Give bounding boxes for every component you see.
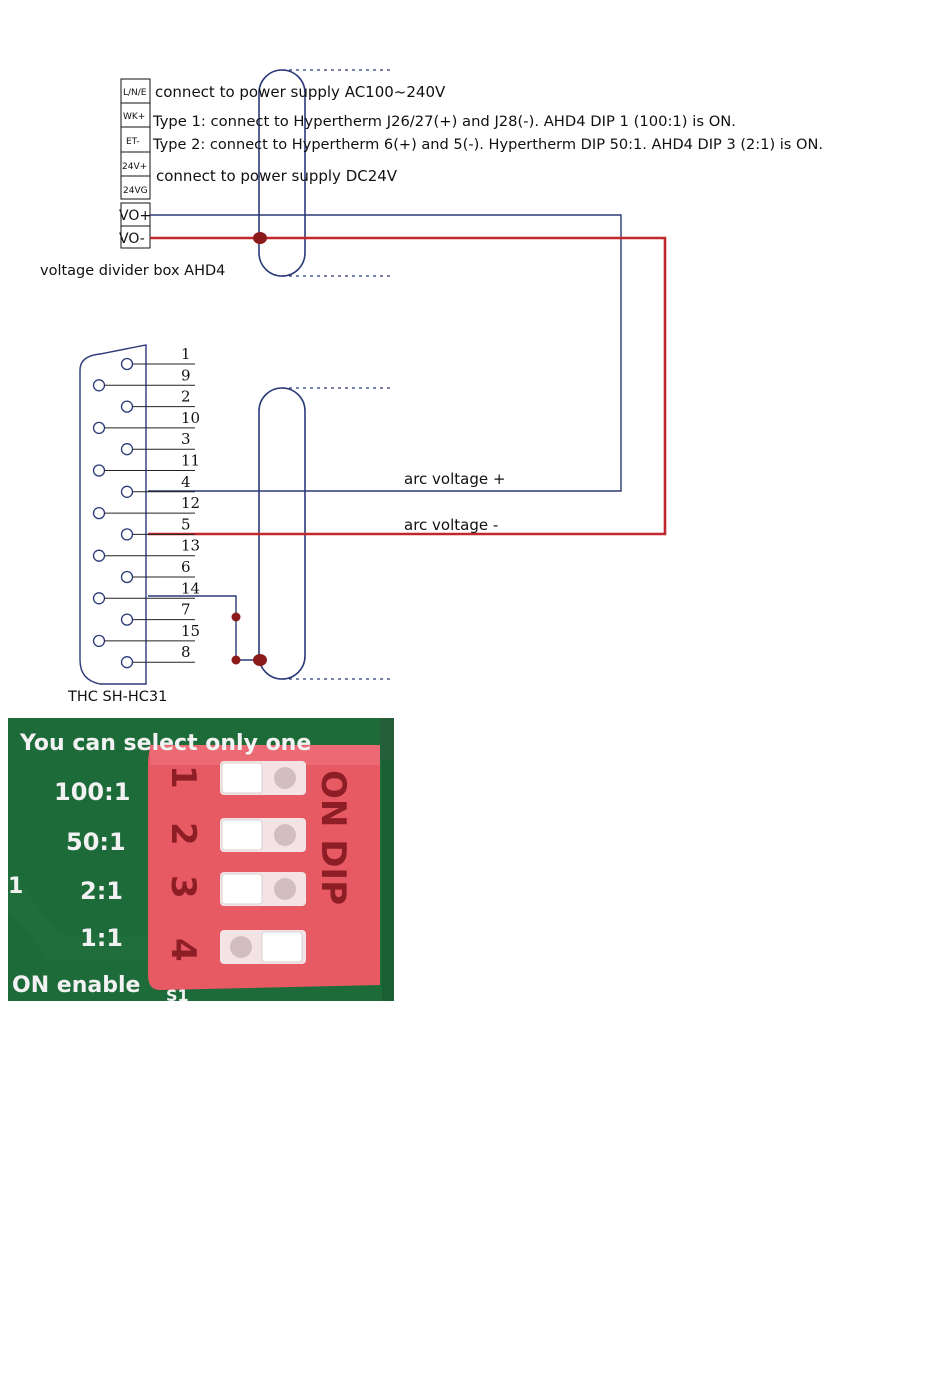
db15-pin-4: 4 bbox=[120, 473, 195, 498]
db15-pin-label: 10 bbox=[181, 409, 200, 427]
terminal-vo-plus: VO+ bbox=[119, 208, 151, 224]
dip-number-4: 4 bbox=[163, 938, 203, 962]
terminal-24vg: 24VG bbox=[123, 186, 148, 196]
note-type2: Type 2: connect to Hypertherm 6(+) and 5… bbox=[152, 137, 823, 153]
terminal-24v-plus: 24V+ bbox=[122, 162, 147, 172]
arc-plus-wire bbox=[148, 214, 622, 492]
note-ac-supply: connect to power supply AC100~240V bbox=[155, 83, 446, 101]
dip-footer-text: ON enable bbox=[12, 973, 140, 998]
db15-pin-12: 12 bbox=[92, 494, 200, 520]
db15-pin-label: 12 bbox=[181, 494, 200, 512]
dip-on-label: ON DIP bbox=[313, 770, 353, 905]
db15-pin-8: 8 bbox=[120, 643, 195, 669]
note-type1: Type 1: connect to Hypertherm J26/27(+) … bbox=[152, 114, 736, 130]
note-dc-supply: connect to power supply DC24V bbox=[156, 167, 398, 185]
arc-voltage-minus-label: arc voltage - bbox=[404, 516, 498, 534]
db15-pin-10: 10 bbox=[92, 409, 200, 435]
ratio-50-1: 50:1 bbox=[66, 828, 126, 856]
thc-title: THC SH-HC31 bbox=[67, 689, 167, 705]
db15-pin-label: 4 bbox=[181, 473, 191, 491]
arc-minus-wire bbox=[148, 236, 667, 536]
dip-switch-photo: You can select only one 100:1 50:1 2:1 1… bbox=[8, 718, 394, 1005]
dip-number-3: 3 bbox=[163, 875, 203, 899]
db15-pin-label: 8 bbox=[181, 643, 191, 661]
db15-pin-3: 3 bbox=[120, 430, 195, 456]
db15-pin-label: 13 bbox=[181, 537, 200, 555]
terminal-et-minus: ET- bbox=[126, 137, 140, 147]
dip-header-text: You can select only one bbox=[19, 731, 311, 756]
pin7-pin8-jumper bbox=[148, 595, 267, 666]
dip-switch-1 bbox=[220, 761, 306, 795]
db15-connector bbox=[79, 344, 147, 685]
db15-pin-2: 2 bbox=[120, 388, 195, 413]
db15-pin-9: 9 bbox=[92, 366, 195, 392]
db15-pin-label: 2 bbox=[181, 388, 191, 406]
dip-switch-3 bbox=[220, 872, 306, 906]
dip-number-2: 2 bbox=[163, 822, 203, 846]
db15-pin-label: 14 bbox=[181, 579, 200, 597]
arc-voltage-plus-label: arc voltage + bbox=[404, 470, 505, 488]
db15-pin-13: 13 bbox=[92, 537, 200, 562]
vo-minus-junction bbox=[253, 232, 267, 244]
dip-switch-2 bbox=[220, 818, 306, 852]
db15-pin-15: 15 bbox=[92, 622, 200, 648]
db15-pin-label: 3 bbox=[181, 430, 191, 448]
ratio-2-1: 2:1 bbox=[80, 877, 123, 905]
pcb-edge-mark: 1 bbox=[8, 874, 23, 899]
ratio-100-1: 100:1 bbox=[54, 778, 130, 806]
db15-pin-label: 15 bbox=[181, 622, 200, 640]
upper-cable-bundle bbox=[258, 69, 394, 277]
ratio-1-1: 1:1 bbox=[80, 924, 123, 952]
dip-switch-slots bbox=[220, 761, 306, 964]
db15-pin-label: 9 bbox=[181, 366, 191, 384]
terminal-wk-plus: WK+ bbox=[123, 112, 145, 122]
db15-pin-11: 11 bbox=[92, 452, 200, 477]
db15-pin-6: 6 bbox=[120, 558, 195, 584]
db15-pin-7: 7 bbox=[120, 601, 195, 626]
board-ref-s1: S1 bbox=[166, 986, 189, 1005]
db15-pin-5: 5 bbox=[120, 515, 195, 541]
db15-pin-14: 14 bbox=[92, 579, 200, 605]
db15-pin-label: 1 bbox=[181, 345, 191, 363]
db15-pin-label: 7 bbox=[181, 601, 191, 619]
dip-switch-4 bbox=[220, 930, 306, 964]
divider-terminal-strip: L/N/E WK+ ET- 24V+ 24VG VO+ VO- bbox=[119, 78, 151, 249]
db15-pin-label: 11 bbox=[181, 452, 200, 470]
dip-number-1: 1 bbox=[163, 765, 203, 789]
db15-pin-1: 1 bbox=[120, 345, 195, 371]
terminal-vo-minus: VO- bbox=[119, 231, 145, 247]
db15-pin-label: 5 bbox=[181, 515, 191, 533]
terminal-l-n-e: L/N/E bbox=[123, 88, 147, 98]
db15-pin-label: 6 bbox=[181, 558, 191, 576]
divider-box-title: voltage divider box AHD4 bbox=[40, 263, 225, 279]
db15-pins: 1 9 2 10 3 11 4 12 5 13 6 14 7 15 8 bbox=[92, 345, 200, 669]
